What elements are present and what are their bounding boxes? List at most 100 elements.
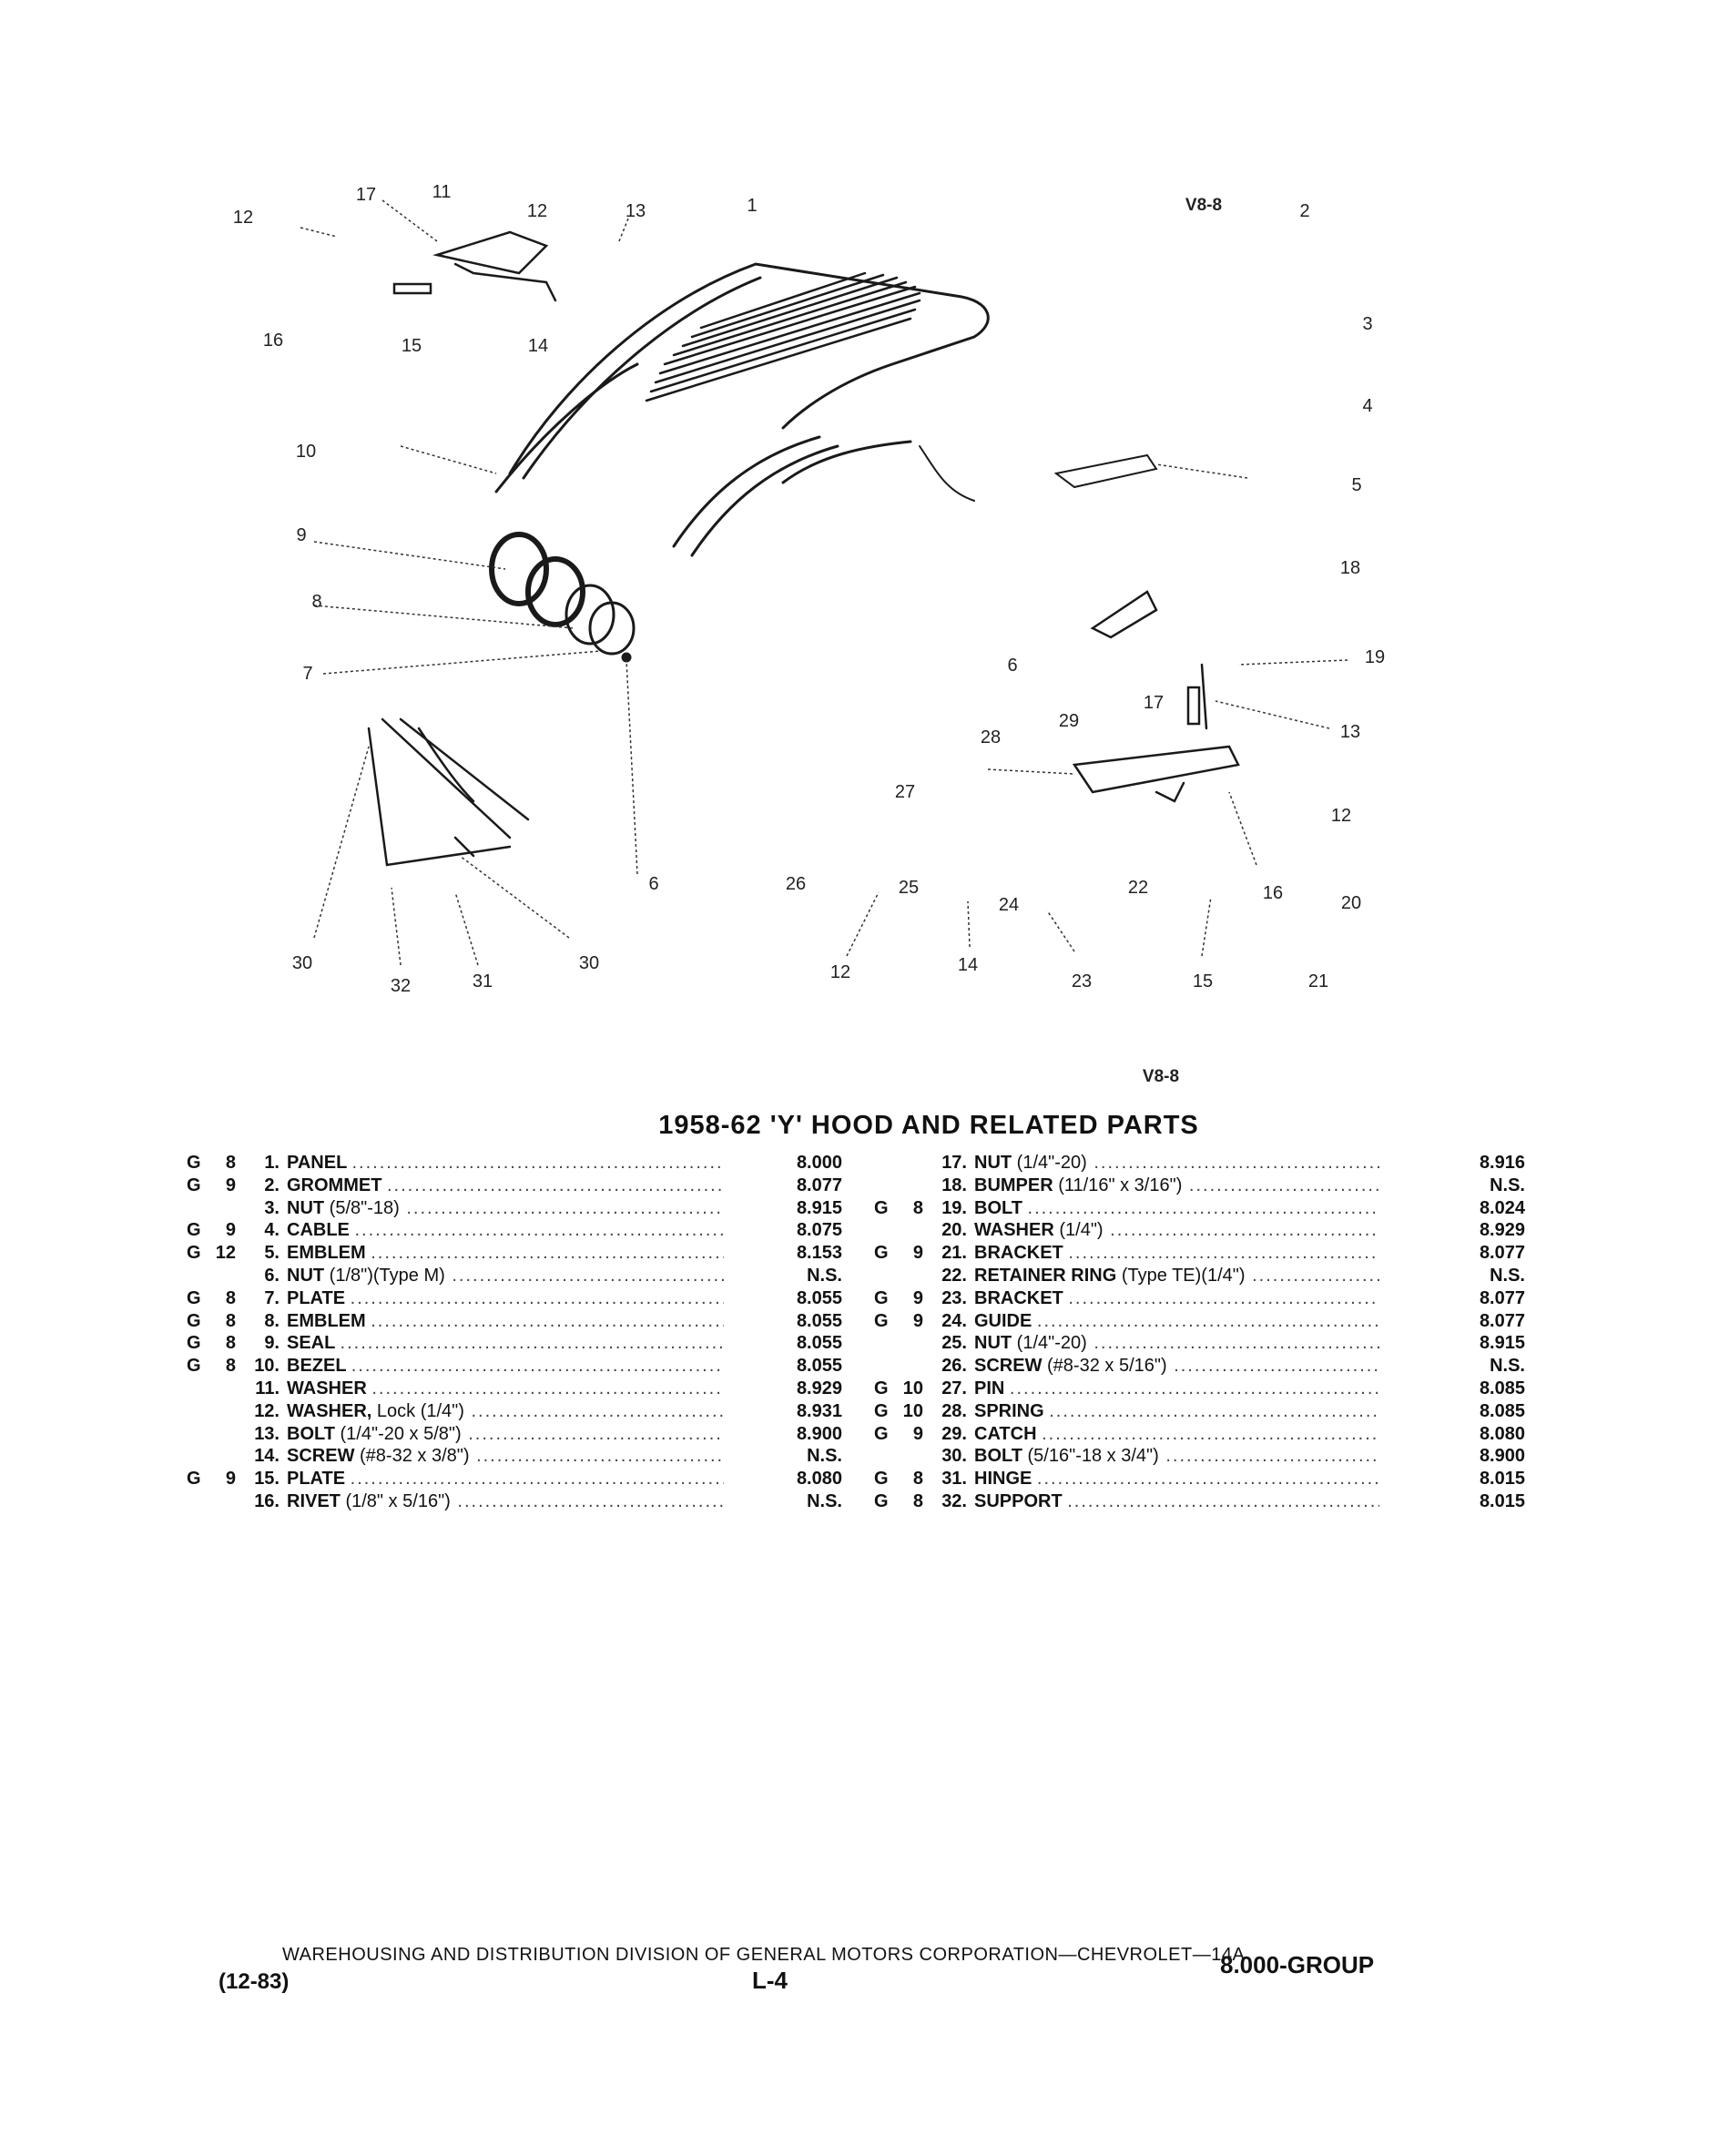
part-name: BOLT: [287, 1423, 335, 1444]
leader-dots: ........................................…: [1036, 1310, 1379, 1331]
part-code: 8.915: [796, 1197, 842, 1218]
part-spec: (11/16" x 3/16"): [1058, 1175, 1183, 1195]
part-name: PLATE: [287, 1469, 346, 1490]
part-description: EMBLEM .................................…: [287, 1242, 724, 1265]
part-number: 32.: [941, 1490, 967, 1511]
part-code: N.S.: [807, 1265, 842, 1286]
part-description: BOLT (1/4"-20 x 5/8") ..................…: [287, 1423, 724, 1446]
part-name: PIN: [974, 1378, 1005, 1398]
part-g-marker: G: [874, 1197, 889, 1218]
part-description: PIN ....................................…: [974, 1378, 1379, 1400]
part-spec: (1/4"-20): [1016, 1333, 1087, 1354]
leader-dots: ........................................…: [340, 1333, 724, 1354]
callout-number: 4: [1362, 396, 1373, 416]
callout-number: 31: [472, 971, 493, 992]
part-g-marker: G: [187, 1243, 201, 1264]
part-name: RIVET: [287, 1490, 341, 1511]
part-code: 8.915: [1479, 1333, 1525, 1354]
part-row: 20.WASHER (1/4") .......................…: [874, 1219, 1525, 1242]
part-row: 16.RIVET (1/8" x 5/16") ................…: [187, 1490, 842, 1513]
callout-number: 13: [1339, 722, 1361, 742]
callout-number: 6: [648, 874, 659, 894]
callout-number: 29: [1058, 711, 1080, 731]
callout-number: 9: [296, 525, 307, 545]
part-number: 28.: [941, 1400, 967, 1421]
callout-number: 25: [898, 878, 920, 898]
part-number: 21.: [941, 1243, 967, 1264]
part-group: 8: [225, 1287, 236, 1308]
part-number: 13.: [254, 1423, 280, 1444]
part-code: N.S.: [807, 1490, 842, 1511]
callout-number: 17: [355, 185, 377, 205]
part-code: 8.929: [796, 1378, 842, 1398]
callout-number: 14: [957, 955, 979, 975]
part-group: 8: [912, 1490, 923, 1511]
part-row: 26.SCREW (#8-32 x 5/16") ...............…: [874, 1355, 1525, 1378]
leader-dots: ........................................…: [1174, 1356, 1379, 1377]
part-g-marker: G: [187, 1287, 201, 1308]
callout-number: 8: [311, 592, 322, 612]
part-description: RETAINER RING (Type TE)(1/4") ..........…: [974, 1265, 1379, 1287]
leader-dots: ........................................…: [406, 1197, 724, 1218]
part-description: NUT (1/4"-20) ..........................…: [974, 1332, 1379, 1355]
part-name: WASHER: [974, 1220, 1054, 1241]
leader-dots: ........................................…: [1093, 1153, 1379, 1173]
hood-parts-diagram: [300, 199, 1348, 966]
part-spec: (5/8"-18): [329, 1197, 400, 1218]
leader-dots: ........................................…: [1068, 1243, 1379, 1264]
part-spec: (5/16"-18 x 3/4"): [1027, 1446, 1159, 1467]
part-number: 2.: [264, 1175, 280, 1195]
part-description: PLATE ..................................…: [287, 1468, 724, 1490]
part-description: EMBLEM .................................…: [287, 1310, 724, 1333]
hood-panel-outline: [508, 262, 990, 475]
parts-list-right: 17.NUT (1/4"-20) .......................…: [874, 1152, 1525, 1513]
callout-number: 19: [1364, 647, 1386, 667]
hinge-assembly-top: [392, 230, 557, 302]
part-name: BUMPER: [974, 1175, 1053, 1195]
part-code: 8.055: [796, 1333, 842, 1354]
part-name: EMBLEM: [287, 1310, 366, 1331]
part-description: CABLE ..................................…: [287, 1219, 724, 1242]
part-group: 9: [912, 1423, 923, 1444]
part-group: 9: [912, 1287, 923, 1308]
callout-number: 32: [390, 976, 412, 996]
part-code: 8.015: [1479, 1469, 1525, 1490]
part-number: 18.: [941, 1175, 967, 1195]
part-number: 7.: [264, 1287, 280, 1308]
part-g-marker: G: [187, 1356, 201, 1377]
part-description: SUPPORT ................................…: [974, 1490, 1379, 1513]
callout-number: 2: [1299, 201, 1310, 221]
part-spec: (#8-32 x 5/16"): [1047, 1356, 1167, 1377]
part-description: SEAL ...................................…: [287, 1332, 724, 1355]
part-g-marker: G: [187, 1333, 201, 1354]
part-name: EMBLEM: [287, 1243, 366, 1264]
part-group: 10: [902, 1400, 923, 1421]
callout-number: 24: [998, 895, 1020, 915]
leader-dots: ........................................…: [452, 1265, 724, 1286]
part-code: N.S.: [1490, 1356, 1525, 1377]
part-spec: (Type TE)(1/4"): [1121, 1265, 1246, 1286]
part-group: 10: [902, 1378, 923, 1398]
part-number: 29.: [941, 1423, 967, 1444]
part-number: 30.: [941, 1446, 967, 1467]
part-spec: Lock (1/4"): [376, 1400, 464, 1421]
revision-date: (12-83): [219, 1969, 290, 1994]
part-name: NUT: [974, 1333, 1012, 1354]
part-description: GUIDE ..................................…: [974, 1310, 1379, 1333]
leader-dots: ........................................…: [1252, 1265, 1379, 1286]
part-spec: (1/4"): [1059, 1220, 1104, 1241]
part-group: 8: [912, 1197, 923, 1218]
support-assembly: [367, 717, 530, 867]
part-description: BUMPER (11/16" x 3/16") ................…: [974, 1175, 1379, 1197]
part-number: 1.: [264, 1153, 280, 1173]
part-code: N.S.: [1490, 1175, 1525, 1195]
catch-assembly: [1072, 590, 1240, 803]
part-spec: (1/8")(Type M): [329, 1265, 445, 1286]
leader-dots: ........................................…: [350, 1287, 724, 1308]
